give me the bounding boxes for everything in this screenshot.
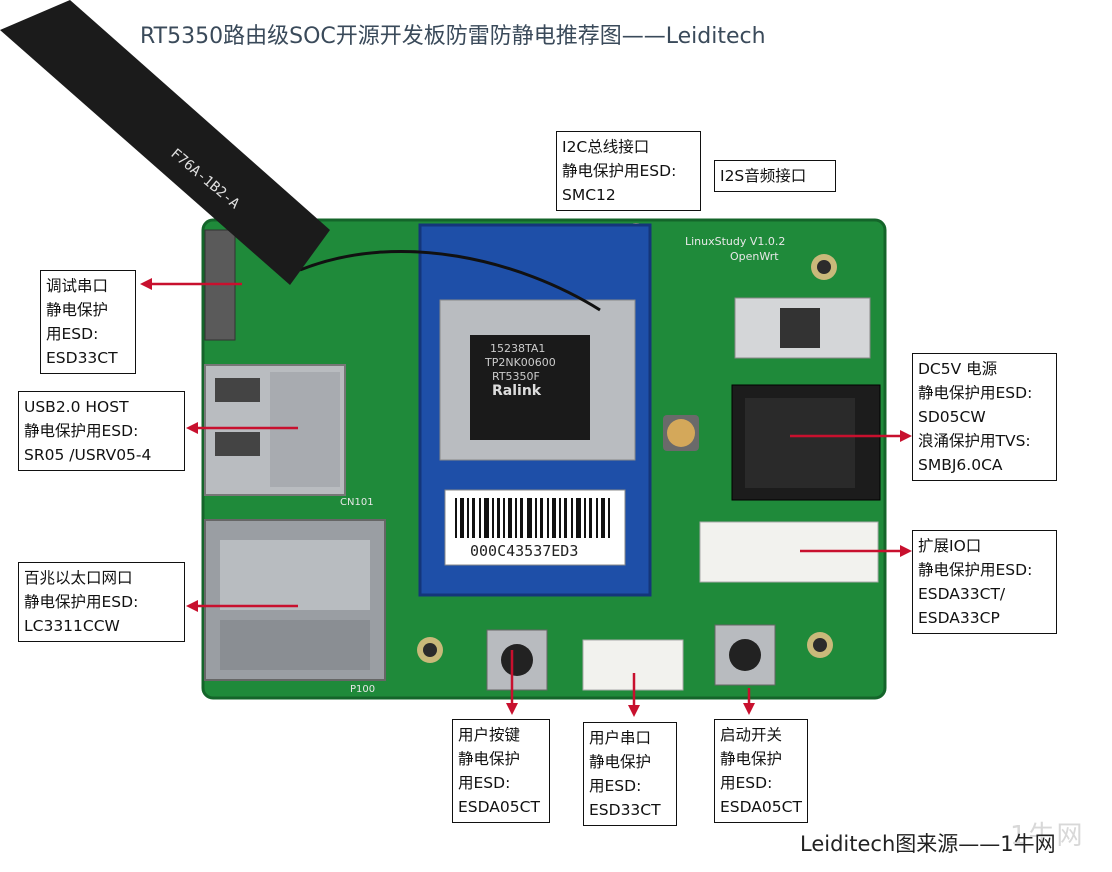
callout-user-key: 用户按键 静电保护 用ESD: ESDA05CT: [452, 719, 550, 823]
power-button: [714, 624, 776, 686]
callout-io-line2: 静电保护用ESD:: [918, 561, 1033, 579]
board-sub: OpenWrt: [730, 250, 779, 263]
callout-i2c: I2C总线接口 静电保护用ESD: SMC12: [556, 131, 701, 211]
callout-dc-line4: 浪涌保护用TVS:: [918, 432, 1031, 450]
callout-debug-line4: ESD33CT: [46, 349, 118, 367]
antenna-cable: [299, 249, 601, 312]
callout-user-uart: 用户串口 静电保护 用ESD: ESD33CT: [583, 722, 677, 826]
user-key-button: [486, 629, 548, 691]
callout-user-uart-line1: 用户串口: [589, 729, 652, 747]
module-lot: TP2NK00600: [484, 356, 556, 369]
antenna: [0, 0, 330, 285]
callout-usb: USB2.0 HOST 静电保护用ESD: SR05 /USRV05-4: [18, 391, 185, 471]
arrow-user-key: [506, 650, 518, 715]
module-brand: Ralink: [492, 383, 542, 399]
callout-user-key-line4: ESDA05CT: [458, 798, 540, 816]
silk-cn101: CN101: [340, 497, 374, 508]
callout-i2c-line1: I2C总线接口: [562, 138, 650, 156]
usb-connector: [204, 364, 346, 496]
callout-io: 扩展IO口 静电保护用ESD: ESDA33CT/ ESDA33CP: [912, 530, 1057, 634]
callout-power-switch-line1: 启动开关: [720, 726, 783, 744]
callout-debug-line2: 静电保护: [46, 301, 109, 319]
arrow-user-uart: [628, 673, 640, 717]
arrow-dc: [790, 430, 912, 442]
callout-io-line4: ESDA33CP: [918, 609, 1000, 627]
callout-debug-line3: 用ESD:: [46, 325, 99, 343]
callout-power-switch: 启动开关 静电保护 用ESD: ESDA05CT: [714, 719, 808, 823]
watermark: 1牛网: [1010, 821, 1085, 851]
page-title: RT5350路由级SOC开源开发板防雷防静电推荐图——Leiditech: [140, 24, 766, 49]
callout-dc-line1: DC5V 电源: [918, 360, 998, 378]
arrow-io: [800, 545, 912, 557]
callout-user-key-line1: 用户按键: [458, 726, 521, 744]
callout-ethernet-line1: 百兆以太口网口: [24, 569, 133, 587]
capacitor: [663, 415, 699, 451]
callout-io-line1: 扩展IO口: [918, 537, 982, 555]
callout-i2s: I2S音频接口: [714, 160, 836, 192]
callout-ethernet-line2: 静电保护用ESD:: [24, 593, 139, 611]
callout-user-uart-line4: ESD33CT: [589, 801, 661, 819]
callout-i2c-line2: 静电保护用ESD:: [562, 162, 677, 180]
callout-power-switch-line3: 用ESD:: [720, 774, 773, 792]
arrow-ethernet: [186, 600, 298, 612]
module-chip: RT5350F: [492, 370, 540, 383]
barcode: [455, 498, 610, 538]
callout-user-key-line2: 静电保护: [458, 750, 521, 768]
callout-usb-line3: SR05 /USRV05-4: [24, 446, 152, 464]
ethernet-jack: [204, 519, 386, 681]
callout-io-line3: ESDA33CT/: [918, 585, 1006, 603]
callout-dc: DC5V 电源 静电保护用ESD: SD05CW 浪涌保护用TVS: SMBJ6…: [912, 353, 1057, 481]
callout-dc-line5: SMBJ6.0CA: [918, 456, 1003, 474]
callout-debug: 调试串口 静电保护 用ESD: ESD33CT: [40, 270, 136, 374]
callout-power-switch-line2: 静电保护: [720, 750, 783, 768]
slide-switch: [734, 297, 871, 359]
arrow-power-switch: [743, 688, 755, 715]
arrow-debug: [140, 278, 242, 290]
source-caption: Leiditech图来源——1牛网: [800, 832, 1056, 856]
module-date: 15238TA1: [490, 342, 545, 355]
callout-dc-line2: 静电保护用ESD:: [918, 384, 1033, 402]
callout-i2c-line3: SMC12: [562, 186, 616, 204]
callout-user-key-line3: 用ESD:: [458, 774, 511, 792]
callout-i2s-line1: I2S音频接口: [720, 167, 807, 185]
board-name: LinuxStudy V1.0.2: [685, 235, 785, 248]
callout-ethernet-line3: LC3311CCW: [24, 617, 120, 635]
callout-user-uart-line2: 静电保护: [589, 753, 652, 771]
callout-usb-line2: 静电保护用ESD:: [24, 422, 139, 440]
dc-jack: [731, 384, 881, 501]
callout-user-uart-line3: 用ESD:: [589, 777, 642, 795]
callout-power-switch-line4: ESDA05CT: [720, 798, 802, 816]
callout-debug-line1: 调试串口: [46, 277, 109, 295]
silk-p100: P100: [350, 684, 375, 695]
module-mac: 000C43537ED3: [470, 542, 578, 560]
wifi-module: [418, 223, 652, 597]
callout-dc-line3: SD05CW: [918, 408, 986, 426]
callout-ethernet: 百兆以太口网口 静电保护用ESD: LC3311CCW: [18, 562, 185, 642]
arrow-usb: [186, 422, 298, 434]
callout-usb-line1: USB2.0 HOST: [24, 398, 129, 416]
